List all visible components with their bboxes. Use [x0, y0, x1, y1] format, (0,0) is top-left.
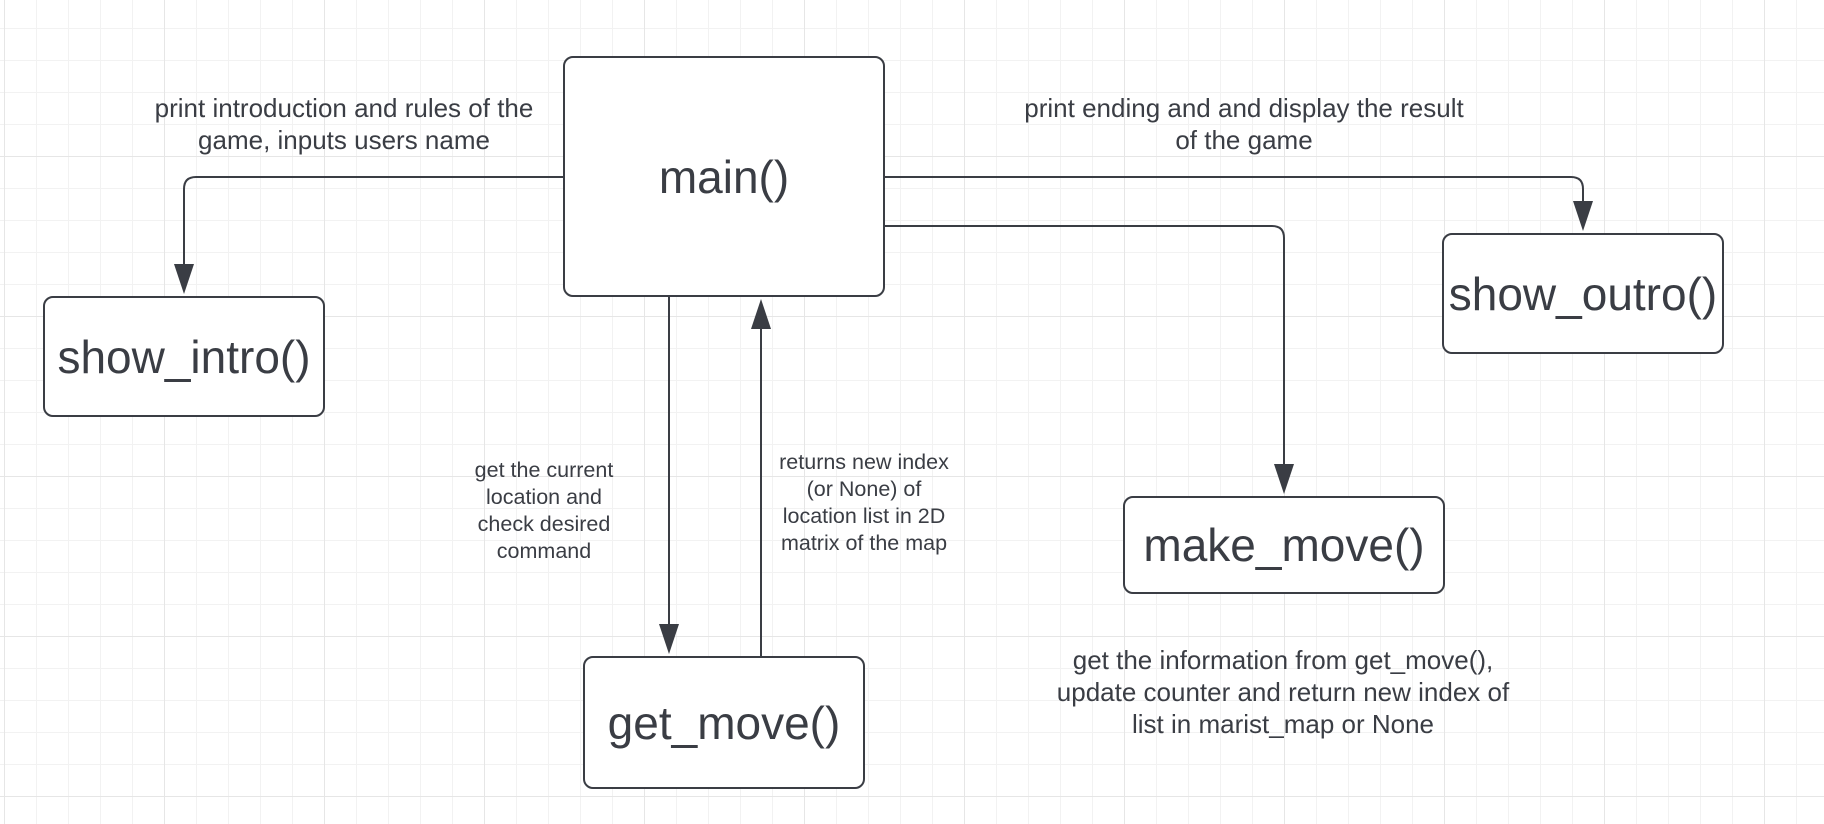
return-edge-annotation: returns new index (or None) of location … [764, 449, 964, 557]
edge-main-to-show-outro [885, 176, 1584, 210]
annotation-line: command [496, 538, 592, 563]
arrowhead-main [751, 299, 771, 329]
arrowhead-show-intro [174, 264, 194, 294]
annotation-line: (or None) of [806, 476, 922, 501]
annotation-line: get the current [474, 458, 614, 482]
outro-edge-annotation: print ending and and display the result … [1004, 93, 1484, 156]
main-node[interactable]: main() [563, 56, 885, 297]
annotation-line: of the game [1175, 124, 1313, 155]
arrowhead-get-move [659, 624, 679, 654]
annotation-line: get the information from get_move(), [1072, 645, 1494, 675]
annotation-line: location list in 2D [782, 503, 946, 528]
make-move-node-label: make_move() [1143, 519, 1425, 571]
get-move-edge-annotation: get the current location and check desir… [452, 457, 636, 565]
get-move-node-label: get_move() [607, 696, 841, 749]
annotation-line: game, inputs users name [198, 124, 490, 155]
annotation-line: returns new index [779, 450, 949, 474]
show-outro-node[interactable]: show_outro() [1442, 233, 1724, 354]
annotation-line: list in marist_map or None [1132, 709, 1434, 740]
annotation-line: location and [486, 484, 602, 509]
annotation-line: print introduction and rules of the [154, 93, 534, 123]
show-intro-node[interactable]: show_intro() [43, 296, 325, 417]
show-intro-node-label: show_intro() [57, 330, 311, 383]
arrowhead-make-move [1274, 464, 1294, 494]
make-move-annotation: get the information from get_move(), upd… [1033, 644, 1533, 741]
annotation-line: print ending and and display the result [1024, 93, 1464, 123]
annotation-line: update counter and return new index of [1056, 677, 1510, 708]
arrowhead-show-outro [1573, 201, 1593, 231]
edge-main-to-show-intro [183, 176, 563, 270]
get-move-node[interactable]: get_move() [583, 656, 865, 789]
show-outro-node-label: show_outro() [1448, 267, 1718, 320]
annotation-line: check desired [477, 511, 611, 536]
main-node-label: main() [658, 150, 790, 203]
annotation-line: matrix of the map [780, 530, 948, 555]
make-move-node[interactable]: make_move() [1123, 496, 1445, 594]
edge-main-to-make-move [885, 225, 1285, 470]
intro-edge-annotation: print introduction and rules of the game… [124, 93, 564, 156]
